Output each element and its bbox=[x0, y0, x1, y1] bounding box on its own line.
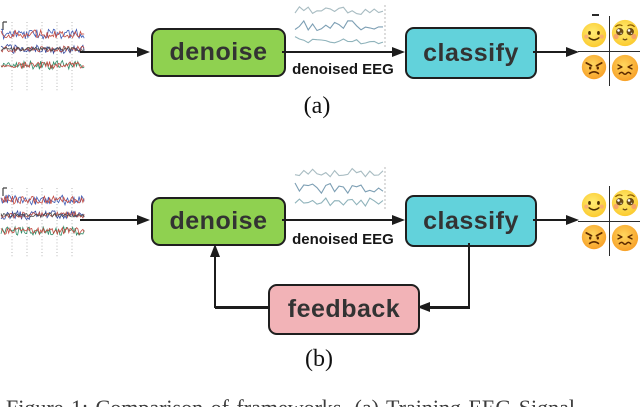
arrowhead-icon bbox=[392, 46, 405, 57]
arrowhead-icon bbox=[392, 214, 405, 225]
arrowhead-icon bbox=[566, 214, 579, 225]
emotion-quadrant bbox=[578, 184, 640, 258]
classify-box: classify bbox=[405, 195, 537, 247]
slightly-smiling-face-icon bbox=[581, 22, 607, 48]
denoise-box: denoise bbox=[151, 197, 286, 246]
denoise-box-label: denoise bbox=[169, 207, 268, 235]
panel-a-label: (a) bbox=[303, 93, 331, 119]
figure-caption-clipped: Figure 1: Comparison of frameworks. (a) … bbox=[6, 396, 640, 407]
confounded-face-icon bbox=[611, 54, 639, 82]
denoised-eeg-label: denoised EEG bbox=[292, 231, 394, 248]
arrowhead-icon bbox=[566, 46, 579, 57]
flow-arrow-line bbox=[533, 50, 566, 54]
quadrant-tick bbox=[592, 14, 599, 16]
confounded-face-icon bbox=[611, 224, 639, 252]
arrowhead-icon bbox=[137, 214, 150, 225]
feedback-loop-line bbox=[467, 243, 470, 307]
denoise-box: denoise bbox=[151, 28, 286, 77]
angry-face-icon bbox=[581, 224, 607, 250]
flow-arrow-line bbox=[80, 218, 137, 222]
pleading-face-icon bbox=[611, 189, 639, 217]
denoise-box-label: denoise bbox=[169, 38, 268, 66]
pleading-face-icon bbox=[611, 19, 639, 47]
slightly-smiling-face-icon bbox=[581, 192, 607, 218]
quadrant-horizontal-axis bbox=[578, 50, 640, 52]
arrowhead-icon bbox=[417, 302, 430, 312]
feedback-box: feedback bbox=[268, 284, 420, 335]
classify-box-label: classify bbox=[423, 38, 519, 67]
feedback-box-label: feedback bbox=[287, 295, 401, 323]
feedback-loop-line bbox=[213, 257, 217, 308]
classify-box-label: classify bbox=[423, 206, 519, 235]
flow-arrow-line bbox=[533, 218, 566, 222]
emotion-quadrant bbox=[578, 14, 640, 88]
arrowhead-icon bbox=[209, 244, 220, 257]
noisy-eeg-image bbox=[0, 184, 86, 265]
feedback-loop-line bbox=[430, 306, 470, 309]
quadrant-horizontal-axis bbox=[578, 220, 640, 222]
denoised-eeg-label: denoised EEG bbox=[292, 61, 394, 78]
denoised-eeg-image bbox=[293, 2, 389, 55]
arrowhead-icon bbox=[137, 46, 150, 57]
flow-arrow-line bbox=[282, 218, 392, 222]
denoised-eeg-image bbox=[293, 164, 389, 217]
classify-box: classify bbox=[405, 27, 537, 79]
feedback-loop-line bbox=[215, 306, 268, 309]
flow-arrow-line bbox=[80, 50, 137, 54]
panel-b-label: (b) bbox=[305, 346, 333, 372]
flow-arrow-line bbox=[282, 50, 392, 54]
angry-face-icon bbox=[581, 54, 607, 80]
